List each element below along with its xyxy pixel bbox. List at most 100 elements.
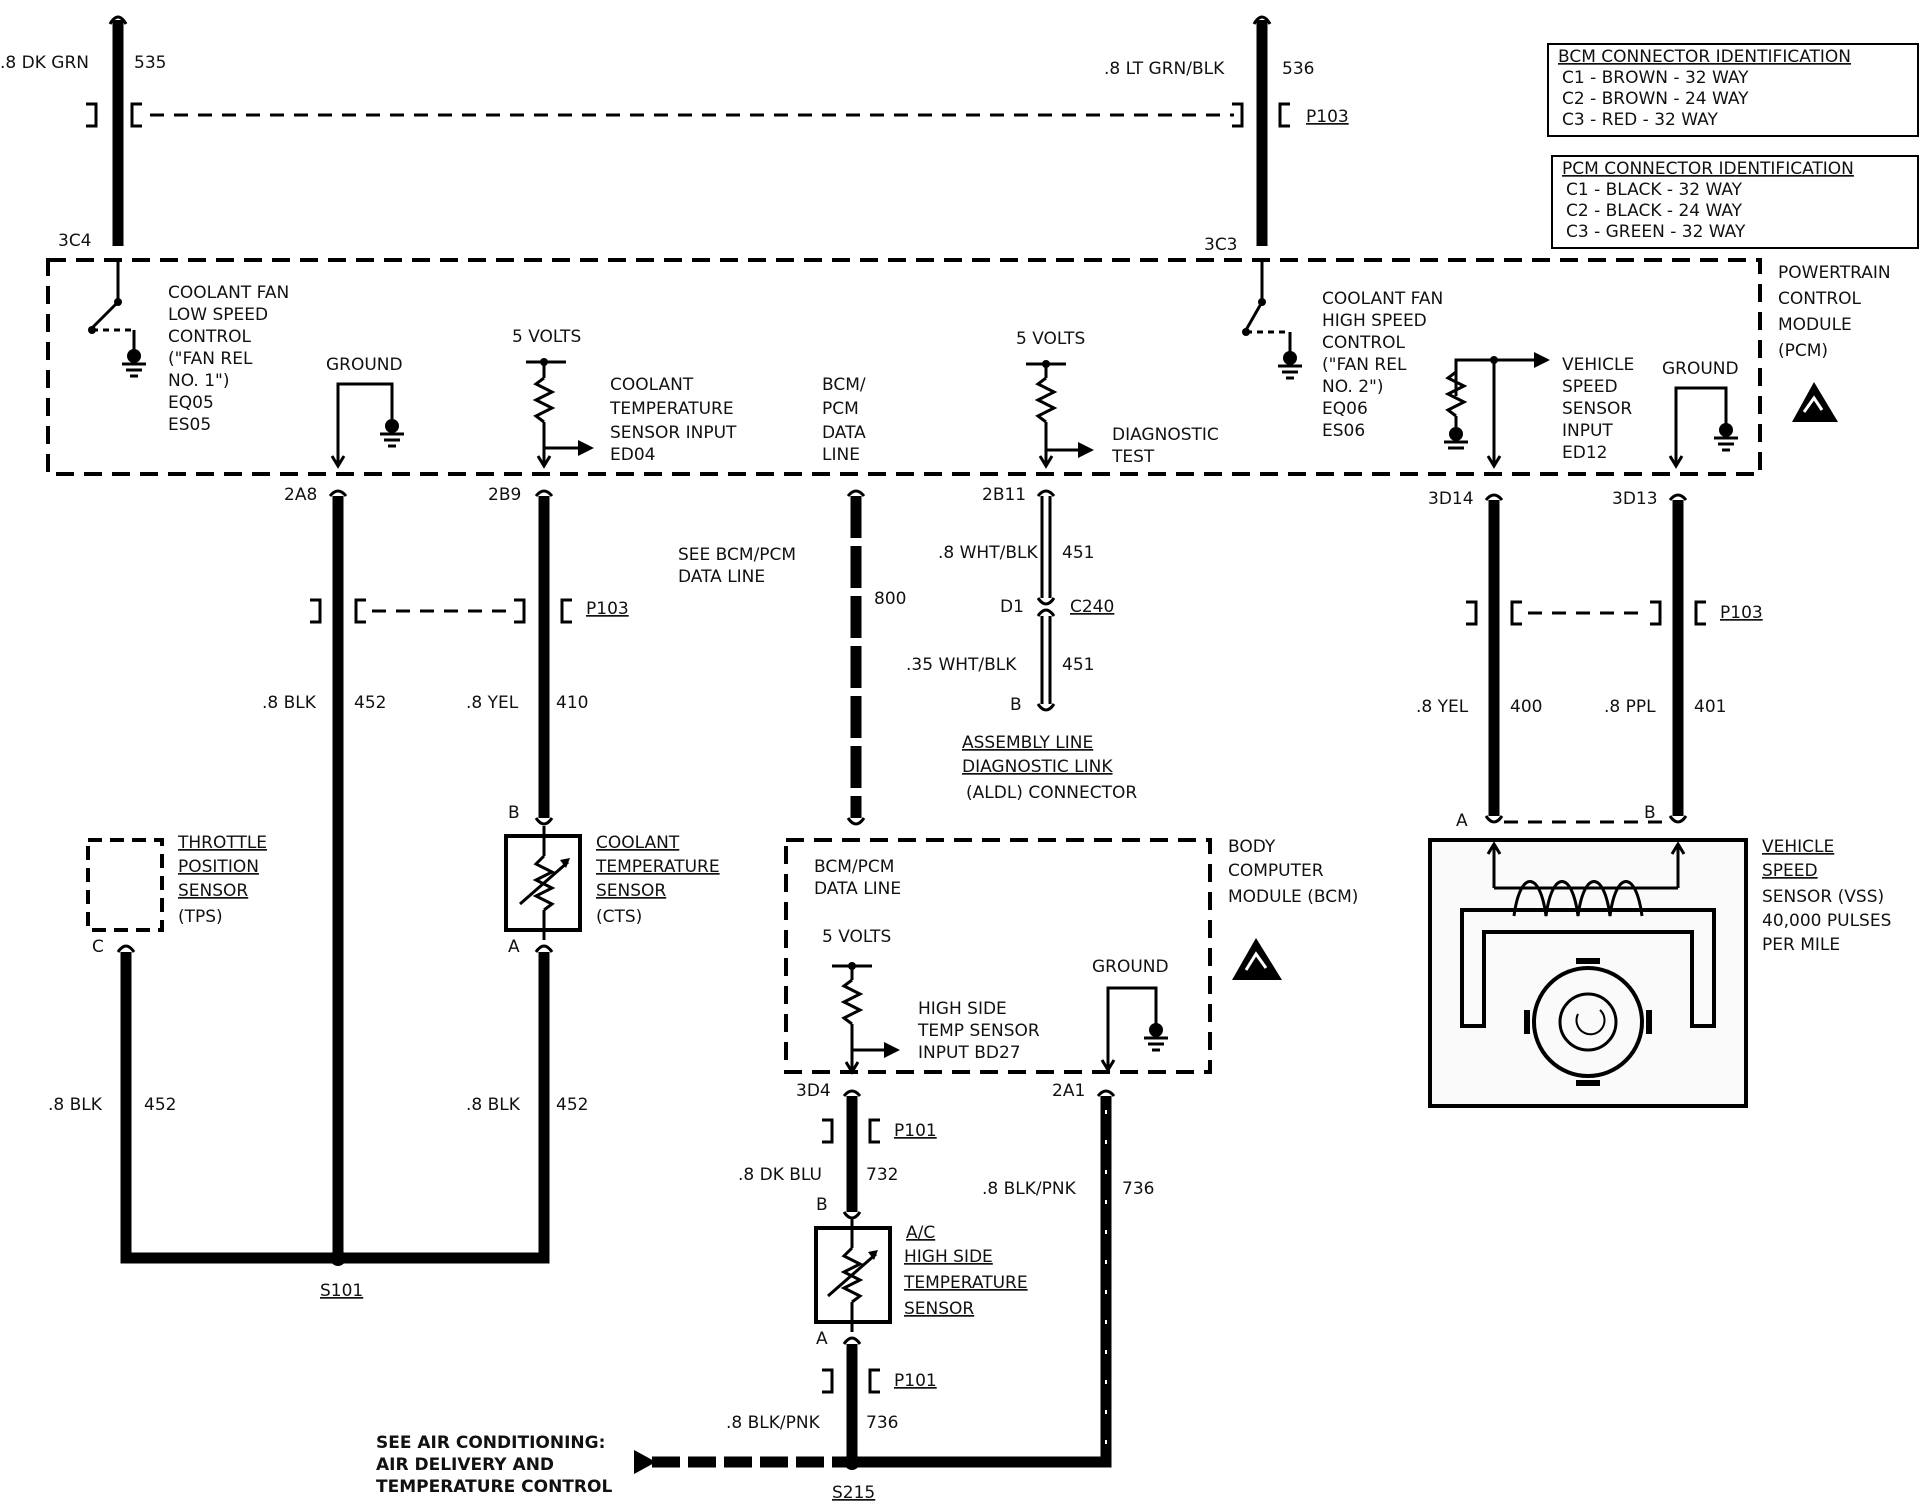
low-fan-1: COOLANT FAN: [168, 283, 289, 303]
esd-warning-icon-pcm: [1792, 382, 1838, 422]
pcm-connector-id-box: PCM CONNECTOR IDENTIFICATION C1 - BLACK …: [1551, 155, 1919, 249]
pcm-ground-left-label: GROUND: [326, 355, 403, 375]
see-ac-1: SEE AIR CONDITIONING:: [376, 1433, 605, 1453]
vss-input-circuit: [1444, 352, 1550, 469]
wire-451-color-1: .8 WHT/BLK: [938, 543, 1038, 563]
wire-736-right: [852, 1089, 1116, 1468]
wire-732: [842, 1089, 862, 1220]
splice-s215: [844, 1454, 860, 1470]
wire-800-circuit: 800: [874, 589, 906, 609]
pin-3d14: 3D14: [1428, 489, 1474, 509]
pin-2b11: 2B11: [982, 485, 1026, 505]
wire-535-circuit: 535: [134, 53, 166, 73]
bcm-pin-3d4: 3D4: [796, 1081, 831, 1101]
ground-icon-pcm-right: [1668, 386, 1738, 469]
pcm-data-1: BCM/: [822, 375, 866, 395]
pcm-id-line-3: C3 - GREEN - 32 WAY: [1566, 222, 1746, 242]
wire-732-circuit: 732: [866, 1165, 898, 1185]
wire-736-left: [842, 1336, 862, 1462]
cts-input-4: ED04: [610, 445, 655, 465]
wire-452-tps-circuit: 452: [144, 1095, 176, 1115]
diag-label-2: TEST: [1111, 447, 1155, 467]
bcm-name-3: MODULE (BCM): [1228, 887, 1358, 907]
connector-p103-mid-left-label: P103: [586, 599, 629, 619]
ac-sensor-3: TEMPERATURE: [903, 1273, 1028, 1293]
connector-p101-lower: P101: [822, 1368, 937, 1394]
wire-410: [534, 489, 554, 826]
high-speed-relay-switch: [1242, 262, 1302, 380]
ground-icon-pcm-left: [330, 382, 404, 469]
pcm-module-name: POWERTRAIN CONTROL MODULE (PCM): [1778, 263, 1891, 361]
vss-input-4: INPUT: [1562, 421, 1613, 441]
wire-736-left-color: .8 BLK/PNK: [726, 1413, 821, 1433]
aldl-2: DIAGNOSTIC LINK: [962, 757, 1113, 777]
cts-input-2: TEMPERATURE: [609, 399, 734, 419]
cts-sensor-icon: [504, 826, 582, 940]
see-ac-2: AIR DELIVERY AND: [376, 1455, 554, 1475]
see-ac-3: TEMPERATURE CONTROL: [376, 1477, 612, 1497]
wire-400-color: .8 YEL: [1416, 697, 1469, 717]
vss-label-1: VEHICLE: [1762, 837, 1834, 857]
ac-sensor-1: A/C: [906, 1223, 935, 1243]
ac-high-side-sensor-icon: [814, 1218, 892, 1332]
low-fan-2: LOW SPEED: [168, 305, 268, 325]
bcm-module-box: [784, 838, 1212, 1074]
wire-452-cts-color: .8 BLK: [466, 1095, 521, 1115]
cts-label: COOLANT TEMPERATURE SENSOR (CTS): [595, 833, 720, 927]
tps-label-2: POSITION: [178, 857, 259, 877]
wire-452-cts-circuit: 452: [556, 1095, 588, 1115]
bcm-id-line-3: C3 - RED - 32 WAY: [1562, 110, 1718, 130]
tps-pin-c: C: [92, 937, 104, 957]
bcm-input-3: INPUT BD27: [918, 1043, 1021, 1063]
wire-535-color: .8 DK GRN: [0, 53, 89, 73]
pcm-data-2: PCM: [822, 399, 859, 419]
pcm-data-4: LINE: [822, 445, 860, 465]
vss-input-2: SPEED: [1562, 377, 1618, 397]
wire-452-color: .8 BLK: [262, 693, 317, 713]
bcm-data-line-2: DATA LINE: [814, 879, 901, 899]
high-fan-6: EQ06: [1322, 399, 1368, 419]
pcm-name-1: POWERTRAIN: [1778, 263, 1891, 283]
tps-label: THROTTLE POSITION SENSOR (TPS): [177, 833, 267, 927]
ground-icon-bcm: [1100, 986, 1168, 1073]
vss-input-3: SENSOR: [1562, 399, 1632, 419]
low-fan-5: NO. 1"): [168, 371, 229, 391]
vss-input-5: ED12: [1562, 443, 1607, 463]
esd-warning-icon-bcm: [1232, 938, 1282, 980]
wire-410-color: .8 YEL: [466, 693, 519, 713]
pcm-id-line-1: C1 - BLACK - 32 WAY: [1566, 180, 1743, 200]
bcm-input-1: HIGH SIDE: [918, 999, 1007, 1019]
high-fan-1: COOLANT FAN: [1322, 289, 1443, 309]
wire-800-data: [846, 489, 866, 826]
vss-input-label: VEHICLE SPEED SENSOR INPUT ED12: [1562, 355, 1634, 463]
connector-p103-top: P103: [1306, 107, 1349, 127]
wire-536-circuit: 536: [1282, 59, 1314, 79]
connector-p101-lower-label: P101: [894, 1371, 937, 1391]
bcm-pin-2a1: 2A1: [1052, 1081, 1085, 1101]
bcm-ground-label: GROUND: [1092, 957, 1169, 977]
bcm-pullup-resistor: [832, 962, 900, 1075]
pcm-name-3: MODULE: [1778, 315, 1852, 335]
wire-452-circuit: 452: [354, 693, 386, 713]
connector-p101-upper-label: P101: [894, 1121, 937, 1141]
tps-label-3: SENSOR: [178, 881, 248, 901]
connector-p101-upper: P101: [822, 1118, 937, 1144]
high-fan-5: NO. 2"): [1322, 377, 1383, 397]
vss-label: VEHICLE SPEED SENSOR (VSS) 40,000 PULSES…: [1762, 837, 1891, 955]
high-fan-3: CONTROL: [1322, 333, 1406, 353]
pcm-5volts-2: 5 VOLTS: [1016, 329, 1085, 349]
wire-536-color: .8 LT GRN/BLK: [1104, 59, 1225, 79]
vss-input-1: VEHICLE: [1562, 355, 1634, 375]
wire-451-circuit-2: 451: [1062, 655, 1094, 675]
wire-401-color: .8 PPL: [1604, 697, 1656, 717]
wire-451-color-2: .35 WHT/BLK: [906, 655, 1017, 675]
wire-400-circuit: 400: [1510, 697, 1542, 717]
cts-pullup-resistor: [526, 358, 594, 469]
splice-s101-label: S101: [320, 1281, 363, 1301]
tps-label-4: (TPS): [178, 907, 223, 927]
pin-3d13: 3D13: [1612, 489, 1658, 509]
pcm-id-line-2: C2 - BLACK - 24 WAY: [1566, 201, 1743, 221]
cts-pin-b: B: [508, 803, 520, 823]
pin-3c4: 3C4: [58, 231, 92, 251]
wire-736-right-circuit: 736: [1122, 1179, 1154, 1199]
